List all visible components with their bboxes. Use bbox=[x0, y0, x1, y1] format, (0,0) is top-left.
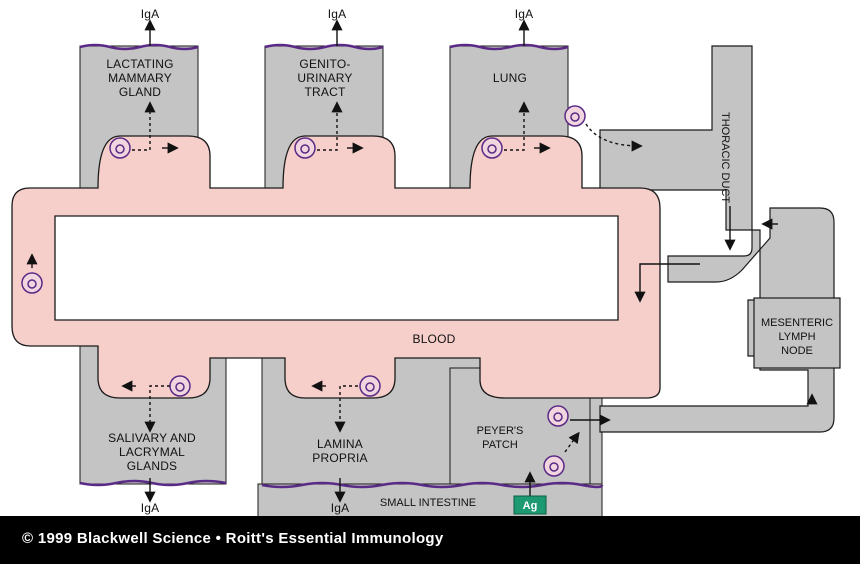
antigen-label: Ag bbox=[523, 500, 538, 512]
iga-label-lung: IgA bbox=[515, 7, 534, 21]
lymphocyte-mammary bbox=[110, 138, 130, 158]
lymphocyte-genito bbox=[295, 138, 315, 158]
mammary-label-2: MAMMARY bbox=[108, 71, 172, 85]
lamina-label-1: LAMINA bbox=[317, 437, 363, 451]
lamina-label-2: PROPRIA bbox=[312, 451, 367, 465]
mammary-label-3: GLAND bbox=[119, 85, 161, 99]
salivary-label-1: SALIVARY AND bbox=[108, 431, 196, 445]
lymphocyte-left bbox=[22, 273, 42, 293]
iga-label-lamina: IgA bbox=[331, 501, 350, 515]
peyers-label-2: PATCH bbox=[482, 439, 518, 451]
blood-label: BLOOD bbox=[412, 332, 455, 346]
peyers-label-1: PEYER'S bbox=[477, 425, 524, 437]
lymphocyte-peyers-1 bbox=[548, 406, 568, 426]
lymphocyte-lung-lymph bbox=[565, 106, 585, 126]
lung-label: LUNG bbox=[493, 71, 527, 85]
salivary-label-2: LACRYMAL bbox=[119, 445, 185, 459]
lymphocyte-lamina bbox=[360, 376, 380, 396]
mesenteric-label-3: NODE bbox=[781, 345, 813, 357]
copyright-text: © 1999 Blackwell Science • Roitt's Essen… bbox=[22, 530, 444, 547]
lymphocyte-lung bbox=[482, 138, 502, 158]
mesenteric-label-1: MESENTERIC bbox=[761, 317, 833, 329]
iga-label-genito: IgA bbox=[328, 7, 347, 21]
salivary-label-3: GLANDS bbox=[127, 459, 178, 473]
iga-label-salivary: IgA bbox=[141, 501, 160, 515]
iga-label-mammary: IgA bbox=[141, 7, 160, 21]
mammary-label-1: LACTATING bbox=[106, 57, 173, 71]
genito-label-1: GENITO- bbox=[299, 57, 350, 71]
copyright-footer: © 1999 Blackwell Science • Roitt's Essen… bbox=[0, 516, 860, 564]
thoracic-duct-label: THORACIC DUCT bbox=[719, 112, 731, 203]
genito-label-2: URINARY bbox=[297, 71, 352, 85]
lymphocyte-salivary bbox=[170, 376, 190, 396]
mesenteric-label-2: LYMPH bbox=[778, 331, 815, 343]
lymphocyte-peyers-2 bbox=[544, 456, 564, 476]
small-intestine-label: SMALL INTESTINE bbox=[380, 497, 476, 509]
genito-label-3: TRACT bbox=[305, 85, 346, 99]
blood-vessel bbox=[12, 136, 660, 398]
